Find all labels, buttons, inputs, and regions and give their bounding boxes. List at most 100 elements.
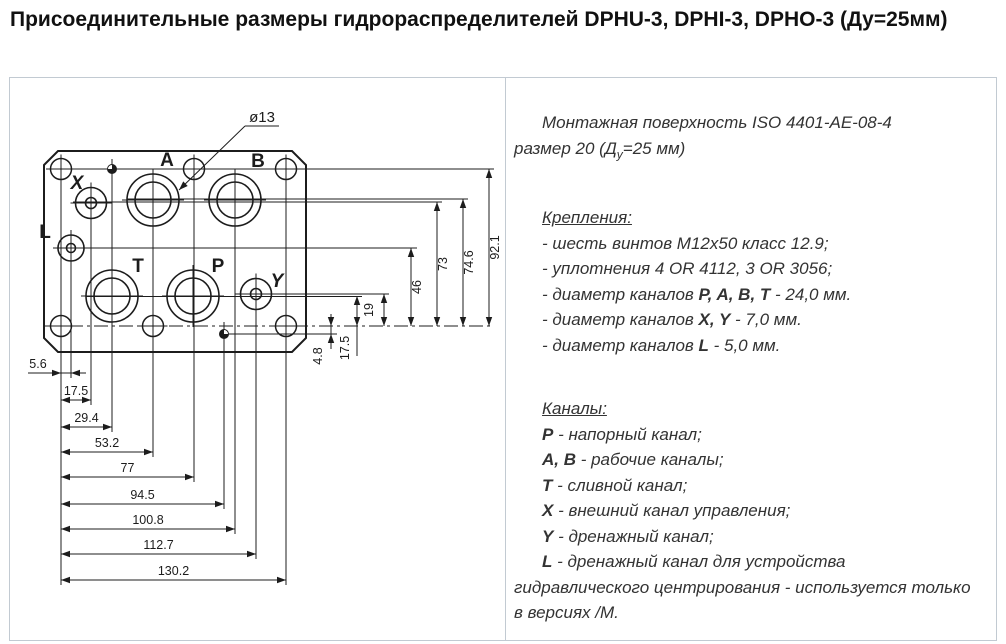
dim-value: 73 xyxy=(436,257,450,271)
dim-value: 74.6 xyxy=(462,250,476,274)
dim-arrow xyxy=(459,317,467,326)
info-text-segment: - диаметр каналов xyxy=(542,335,699,355)
dim-arrow xyxy=(185,473,194,481)
info-heading-text: Крепления: xyxy=(542,208,632,228)
info-text-segment: T xyxy=(542,475,553,495)
dim-arrow xyxy=(61,396,70,404)
dim-arrow xyxy=(82,396,91,404)
info-text-segment: Y xyxy=(542,526,554,546)
info-item: X - внешний канал управления; xyxy=(514,498,980,524)
dim-arrow xyxy=(380,294,388,303)
valve-body-outline xyxy=(43,150,307,353)
dim-arrow xyxy=(485,317,493,326)
dim-arrow xyxy=(407,248,415,257)
info-item: - шесть винтов M12x50 класс 12.9; xyxy=(514,231,980,257)
info-text-segment: X xyxy=(542,501,554,521)
info-text-segment: P xyxy=(542,424,554,444)
dim-arrow xyxy=(353,296,361,305)
dim-arrow xyxy=(103,423,112,431)
dim-arrow xyxy=(277,576,286,584)
dim-arrow xyxy=(380,317,388,326)
info-text-segment: - сливной канал; xyxy=(552,475,688,495)
info-text-segment: - напорный канал; xyxy=(553,424,702,444)
dim-value: 92.1 xyxy=(488,235,502,259)
info-text-segment: =25 мм) xyxy=(622,138,686,158)
info-text-segment: - внешний канал управления; xyxy=(553,501,791,521)
dim-value: 53.2 xyxy=(95,436,119,450)
dim-value: 5.6 xyxy=(29,357,46,371)
info-text-segment: - шесть винтов M12x50 класс 12.9; xyxy=(542,233,829,253)
info-text-segment: - рабочие каналы; xyxy=(576,450,724,470)
dim-arrow xyxy=(61,473,70,481)
dim-arrow xyxy=(327,334,335,343)
info-text-segment: A, B xyxy=(542,450,576,470)
dim-value: 130.2 xyxy=(158,564,189,578)
dim-arrow xyxy=(144,448,153,456)
info-text-segment: - дренажный канал; xyxy=(553,526,714,546)
page-title: Присоединительные размеры гидрораспредел… xyxy=(10,8,948,31)
info-text-segment: у xyxy=(616,146,623,161)
port-label-P: P xyxy=(212,256,225,277)
info-item: - уплотнения 4 OR 4112, 3 OR 3056; xyxy=(514,256,980,282)
dim-arrow xyxy=(61,576,70,584)
info-item: L - дренажный канал для устройства гидра… xyxy=(514,549,980,626)
info-text-segment: - уплотнения 4 OR 4112, 3 OR 3056; xyxy=(542,259,833,279)
info-text-segment: - дренажный канал для устройства гидравл… xyxy=(514,552,971,623)
info-text-segment: - 5,0 мм. xyxy=(708,335,781,355)
dim-value: 17.5 xyxy=(64,384,88,398)
info-heading: Каналы: xyxy=(514,396,980,422)
info-text-segment: L xyxy=(542,552,553,572)
port-label-T: T xyxy=(132,256,144,277)
info-text-segment: - диаметр каналов xyxy=(542,284,699,304)
info-text-segment: Монтажная поверхность ISO 4401-AE-08-4 xyxy=(542,113,892,132)
dim-arrow xyxy=(226,525,235,533)
port-label-B: B xyxy=(251,151,265,172)
dim-arrow xyxy=(61,550,70,558)
port-label-A: A xyxy=(160,150,174,171)
port-label-L: L xyxy=(39,222,51,243)
info-text-segment: размер 20 (Д xyxy=(514,138,617,158)
dim-value: 19 xyxy=(362,303,376,317)
dim-value: 46 xyxy=(410,280,424,294)
dim-value: 4.8 xyxy=(311,347,325,364)
info-cell: Монтажная поверхность ISO 4401-AE-08-4 ра… xyxy=(506,78,996,640)
dim-arrow xyxy=(61,500,70,508)
callout-arrow xyxy=(179,181,188,190)
dim-arrow xyxy=(485,169,493,178)
info-item: - диаметр каналов P, A, B, T - 24,0 мм. xyxy=(514,282,980,308)
info-text-segment: - диаметр каналов xyxy=(542,310,699,330)
dim-arrow xyxy=(215,500,224,508)
info-item: A, B - рабочие каналы; xyxy=(514,447,980,473)
info-item: P - напорный канал; xyxy=(514,422,980,448)
dim-arrow xyxy=(61,525,70,533)
dim-arrow xyxy=(327,317,335,326)
dim-arrow xyxy=(61,423,70,431)
datum-dot-outline xyxy=(107,164,117,174)
dim-value: 100.8 xyxy=(132,513,163,527)
callout-leader xyxy=(178,125,246,191)
dim-arrow xyxy=(353,317,361,326)
info-item: - диаметр каналов L - 5,0 мм. xyxy=(514,333,980,359)
dim-arrow xyxy=(433,317,441,326)
dim-arrow xyxy=(71,369,80,377)
dim-arrow xyxy=(52,369,61,377)
dim-value: 77 xyxy=(121,461,135,475)
dim-arrow xyxy=(407,317,415,326)
datum-dot-quadrant xyxy=(107,164,112,169)
port-label-X: X xyxy=(70,173,85,194)
dim-value: 29.4 xyxy=(74,411,98,425)
dim-arrow xyxy=(247,550,256,558)
info-heading-text: Каналы: xyxy=(542,399,607,419)
info-text-segment: X, Y xyxy=(698,310,731,330)
dim-value: 17.5 xyxy=(338,336,352,360)
info-paragraph: Монтажная поверхность ISO 4401-AE-08-4 ра… xyxy=(514,110,980,167)
info-text-segment: - 24,0 мм. xyxy=(770,284,852,304)
info-heading: Крепления: xyxy=(514,205,980,231)
info-text-segment: P, A, B, T xyxy=(698,284,771,304)
info-item: Y - дренажный канал; xyxy=(514,524,980,550)
dim-arrow xyxy=(459,199,467,208)
port-label-Y: Y xyxy=(271,271,286,292)
